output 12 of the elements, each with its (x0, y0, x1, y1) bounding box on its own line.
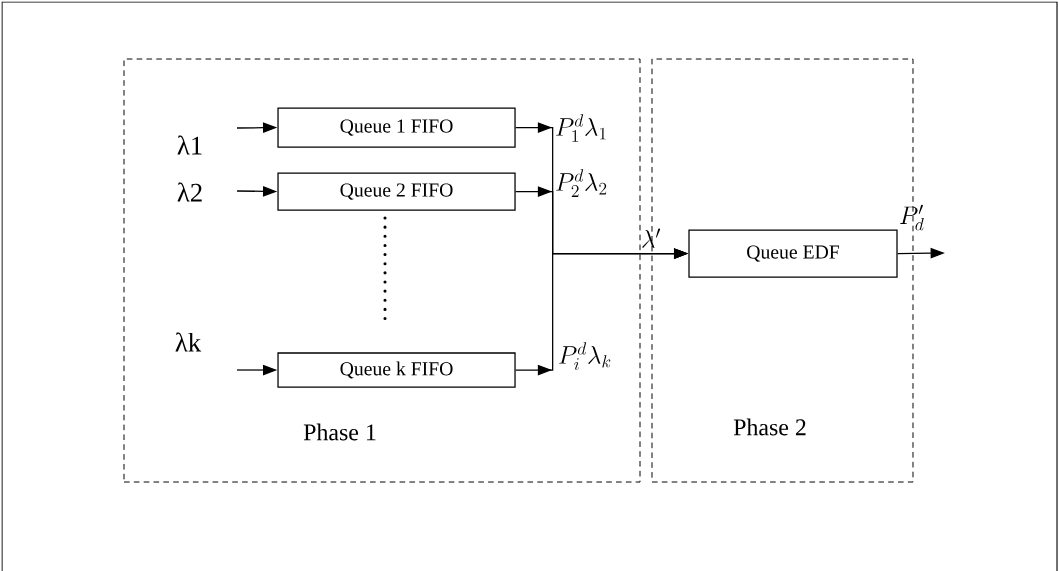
math-label: $P_2^d\lambda_2$ (556, 169, 607, 197)
math-label: $P_1^d\lambda_1$ (556, 114, 606, 142)
queue-box: Queue EDF (688, 229, 898, 278)
math-label: $\lambda'$ (642, 228, 661, 248)
queue-box: Queue 1 FIFO (277, 107, 516, 148)
math-label: $P'_d$ (900, 204, 924, 231)
queue-box: Queue k FIFO (277, 352, 516, 388)
rate-label: λk (175, 332, 202, 352)
math-label: $P_i^d\lambda_k$ (559, 342, 611, 371)
rate-label: λ2 (177, 182, 202, 202)
queue-box: Queue 2 FIFO (277, 172, 516, 211)
rate-label: λ1 (177, 135, 202, 155)
